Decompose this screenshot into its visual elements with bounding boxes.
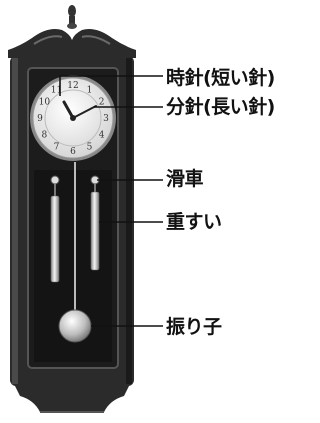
dial-numeral: 3 (103, 114, 109, 124)
label-pulley: 滑車 (166, 168, 204, 190)
dial-numeral: 7 (54, 143, 60, 153)
dial-numeral: 6 (70, 147, 76, 157)
dial-numeral: 5 (87, 143, 93, 153)
label-pendulum: 振り子 (166, 316, 222, 338)
dial-numeral: 1 (87, 85, 93, 95)
dial-numeral: 12 (67, 81, 78, 91)
left-pulley (50, 175, 60, 185)
pendulum-bob (58, 309, 92, 343)
dial-numeral: 11 (51, 85, 62, 95)
label-minute-hand: 分針(長い針) (166, 96, 275, 118)
dial-numeral: 4 (99, 131, 105, 141)
left-weight (50, 195, 60, 283)
dial-numeral: 8 (42, 131, 48, 141)
dial-numeral: 10 (39, 98, 51, 108)
dial-numeral: 2 (99, 98, 105, 108)
clock-base (14, 384, 130, 412)
label-hour-hand: 時針(短い針) (166, 67, 275, 89)
right-weight (90, 191, 100, 271)
finial (67, 5, 77, 29)
hour-hand (62, 100, 75, 120)
dial-numeral: 9 (37, 114, 43, 124)
clock-pediment (8, 29, 136, 58)
minute-hand (72, 105, 97, 119)
label-weight: 重すい (166, 211, 222, 233)
